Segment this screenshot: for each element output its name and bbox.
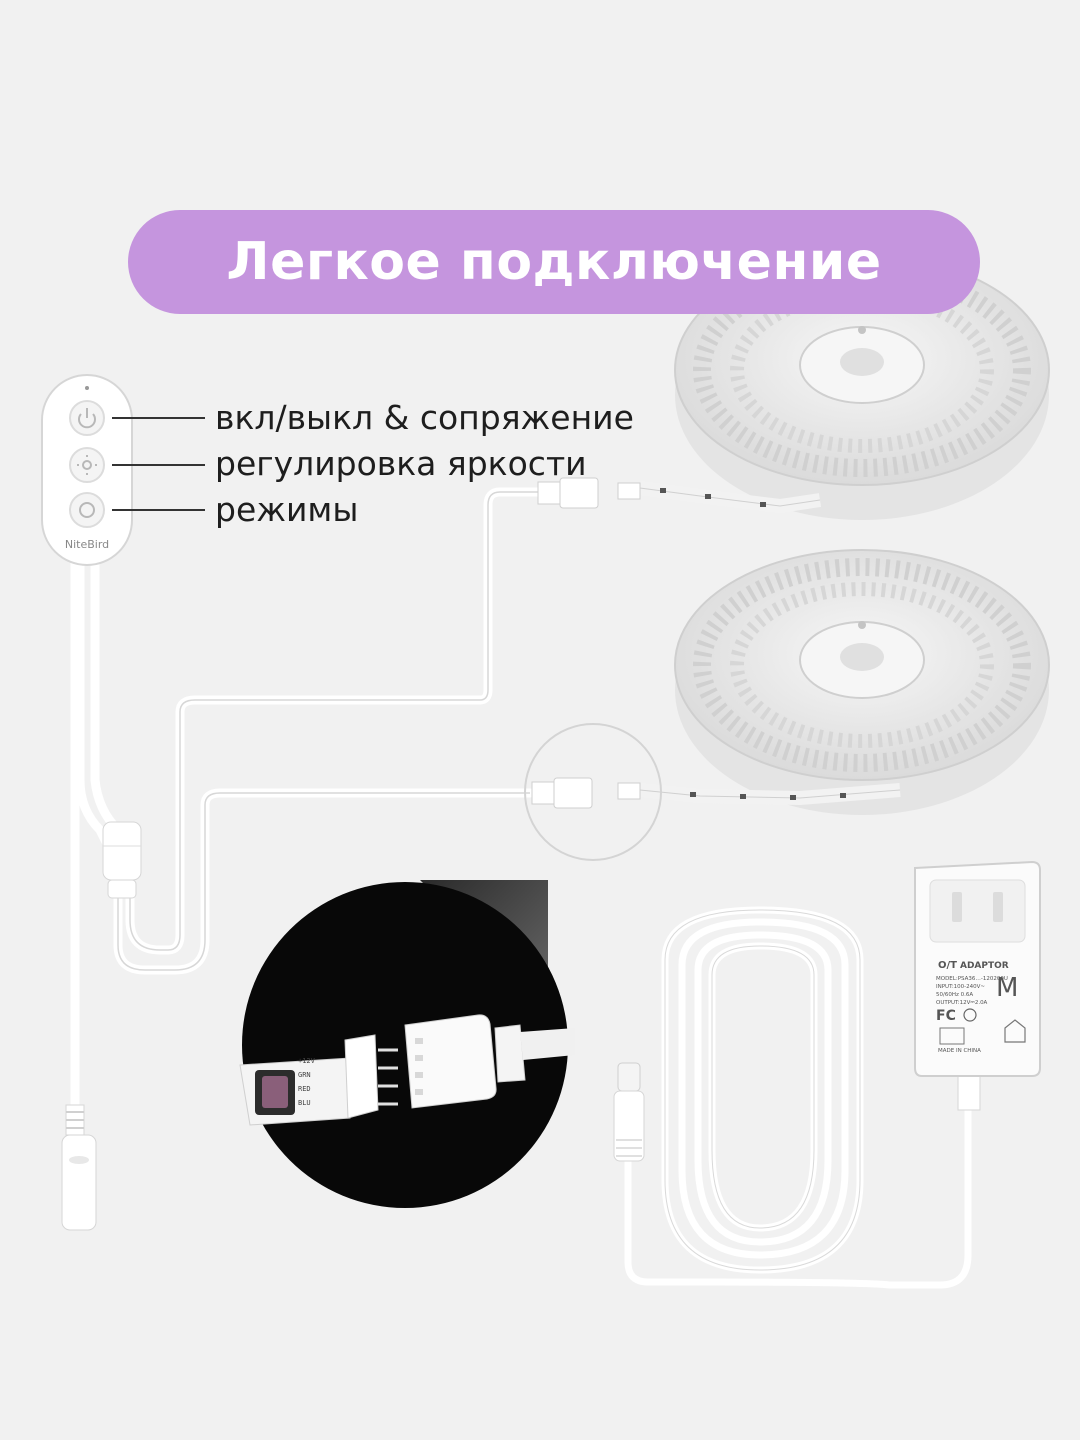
svg-text:INPUT:100-240V~: INPUT:100-240V~ (936, 984, 985, 990)
strip-tail-top (639, 481, 822, 514)
svg-text:MODEL:PSA36…-120200U: MODEL:PSA36…-120200U (936, 976, 1008, 982)
svg-text:ADAPTOR: ADAPTOR (960, 961, 1009, 971)
y-splitter (102, 821, 142, 899)
svg-text:50/60Hz 0.6A: 50/60Hz 0.6A (936, 992, 973, 998)
power-pairing-label: вкл/выкл & сопряжение (215, 398, 634, 437)
svg-text:OUTPUT:12V⎓2.0A: OUTPUT:12V⎓2.0A (936, 1000, 988, 1006)
dc-female-jack (61, 1104, 97, 1231)
power-icon (78, 408, 96, 429)
home-icon (1004, 1019, 1026, 1043)
cert-box (939, 1027, 965, 1045)
svg-text:M: M (996, 973, 1018, 1003)
svg-text:BLU: BLU (298, 1099, 311, 1107)
connector-bottom (531, 777, 641, 809)
dc-male-plug (613, 1062, 645, 1162)
zoom-callout-ring (524, 723, 662, 861)
controller-remote: NiteBird (41, 374, 133, 566)
brightness-icon (77, 455, 97, 475)
leader-lines (112, 417, 205, 511)
led-strip-reel-bottom (674, 549, 1050, 815)
fcc-logo: FC (936, 1008, 956, 1024)
mode-icon (79, 502, 95, 518)
brightness-label: регулировка яркости (215, 444, 587, 483)
adapter-logo-mark: O/T (938, 960, 957, 971)
coiled-power-cable-outline (664, 909, 861, 1271)
connector-zoom-inset: +12V GRN RED BLU (239, 880, 575, 1208)
power-adapter: ADAPTOR MODEL:PSA36…-120200U INPUT:100-2… (914, 860, 1041, 1111)
svg-text:GRN: GRN (298, 1071, 311, 1079)
svg-text:MADE IN CHINA: MADE IN CHINA (938, 1048, 981, 1054)
controller-brand-logo: NiteBird (65, 538, 109, 551)
ul-logo (963, 1008, 977, 1022)
page-title: Легкое подключение (226, 232, 882, 292)
strip-tail-bottom (639, 783, 901, 806)
svg-text:RED: RED (298, 1085, 311, 1093)
connector-pin-labels: +12V GRN RED BLU (298, 1057, 316, 1107)
connector-top (537, 477, 641, 509)
header-banner: Легкое подключение (128, 210, 980, 314)
svg-text:+12V: +12V (298, 1057, 316, 1065)
modes-label: режимы (215, 490, 359, 529)
